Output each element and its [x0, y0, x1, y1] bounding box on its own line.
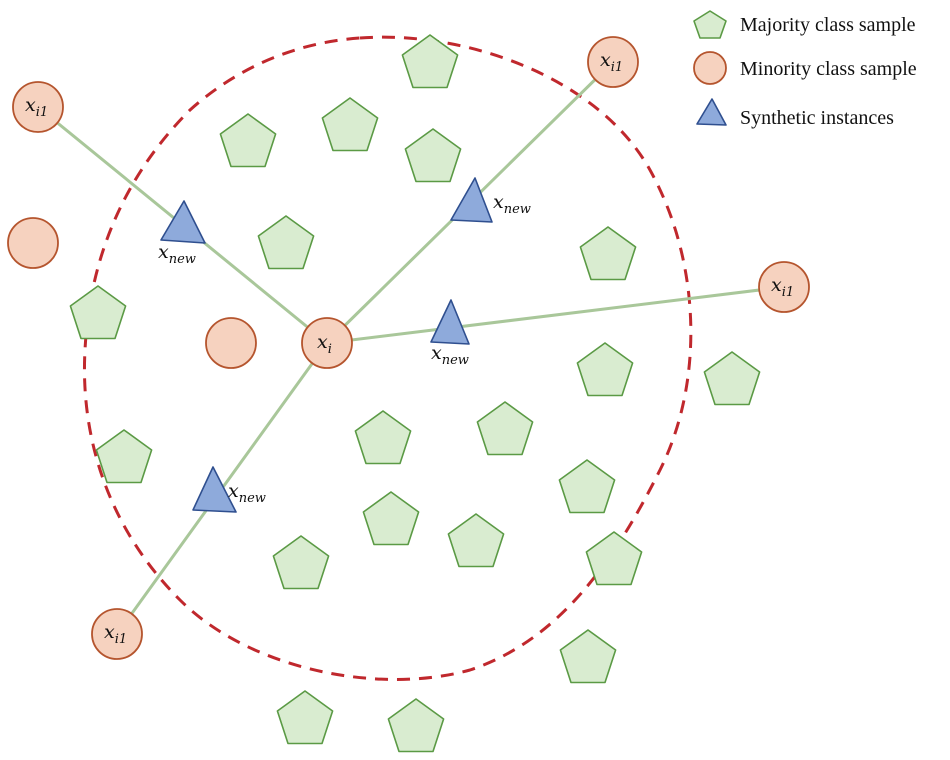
synthetic-label-base: x [493, 191, 504, 213]
minority-sample-neighbor: xi1 [12, 81, 64, 133]
center-label-base: x [317, 331, 328, 353]
minority-samples: xi xi1 xi1 xi1 xi1 [7, 36, 810, 660]
legend-circle-icon [693, 51, 727, 85]
legend-triangle-icon [696, 98, 727, 126]
majority-sample [559, 629, 617, 684]
neighbor-label-sub: i1 [782, 285, 794, 300]
legend-item-minority: Minority class sample [693, 51, 917, 85]
legend-minority-label: Minority class sample [740, 58, 917, 80]
majority-sample [447, 513, 505, 568]
synthetic-label-base: x [228, 480, 239, 502]
majority-sample [95, 429, 153, 484]
synthetic-label-sub: new [442, 353, 469, 368]
synthetic-label-base: x [431, 342, 442, 364]
majority-sample [585, 531, 643, 586]
neighbor-label-sub: i1 [115, 632, 127, 647]
majority-sample [354, 410, 412, 465]
majority-sample [476, 401, 534, 456]
svg-text:xnew: xnew [158, 241, 196, 267]
neighborhood-boundary [82, 35, 693, 681]
majority-sample [703, 351, 761, 406]
minority-sample-neighbor: xi1 [587, 36, 639, 88]
svg-text:xnew: xnew [228, 480, 266, 506]
svg-text:xnew: xnew [493, 191, 531, 217]
legend-item-synthetic: Synthetic instances [696, 98, 894, 129]
majority-sample [362, 491, 420, 546]
synthetic-instance: xnew [192, 466, 266, 513]
neighbor-label-base: x [104, 621, 115, 643]
synthetic-instance: xnew [430, 299, 470, 368]
svg-text:xi1: xi1 [771, 274, 794, 300]
majority-sample [401, 34, 459, 89]
synthetic-instance: xnew [158, 200, 206, 267]
synthetic-label-sub: new [504, 202, 531, 217]
minority-sample-unlabeled [205, 317, 257, 369]
majority-sample [321, 97, 379, 152]
majority-sample [404, 128, 462, 183]
neighbor-label-base: x [771, 274, 782, 296]
svg-text:xi1: xi1 [600, 49, 623, 75]
majority-sample [257, 215, 315, 270]
neighbor-label-base: x [25, 94, 36, 116]
majority-samples [69, 34, 761, 753]
center-label-sub: i [328, 342, 332, 357]
synthetic-instance: xnew [450, 177, 531, 223]
svg-text:xnew: xnew [431, 342, 469, 368]
legend-pentagon-icon [693, 10, 727, 39]
minority-sample-center: xi [301, 317, 353, 369]
majority-sample [576, 342, 634, 397]
connector-line-right [325, 285, 786, 345]
synthetic-label-base: x [158, 241, 169, 263]
neighbor-label-sub: i1 [611, 60, 623, 75]
minority-sample-neighbor: xi1 [758, 261, 810, 313]
majority-sample [272, 535, 330, 590]
majority-sample [69, 285, 127, 340]
synthetic-label-sub: new [169, 252, 196, 267]
svg-text:xi1: xi1 [104, 621, 127, 647]
majority-sample [558, 459, 616, 514]
minority-sample-neighbor: xi1 [91, 608, 143, 660]
synthetic-label-sub: new [239, 491, 266, 506]
synthetic-instances: xnew xnew xnew xnew [158, 177, 531, 513]
legend-majority-label: Majority class sample [740, 14, 916, 36]
neighbor-label-base: x [600, 49, 611, 71]
svg-text:xi: xi [317, 331, 332, 357]
majority-sample [276, 690, 334, 745]
neighbor-label-sub: i1 [36, 105, 48, 120]
legend-item-majority: Majority class sample [693, 10, 916, 39]
svg-text:xi1: xi1 [25, 94, 48, 120]
majority-sample [219, 113, 277, 168]
majority-sample [387, 698, 445, 753]
minority-sample-unlabeled [7, 217, 59, 269]
majority-sample [579, 226, 637, 281]
legend: Majority class sample Minority class sam… [693, 10, 917, 129]
legend-synthetic-label: Synthetic instances [740, 107, 894, 129]
